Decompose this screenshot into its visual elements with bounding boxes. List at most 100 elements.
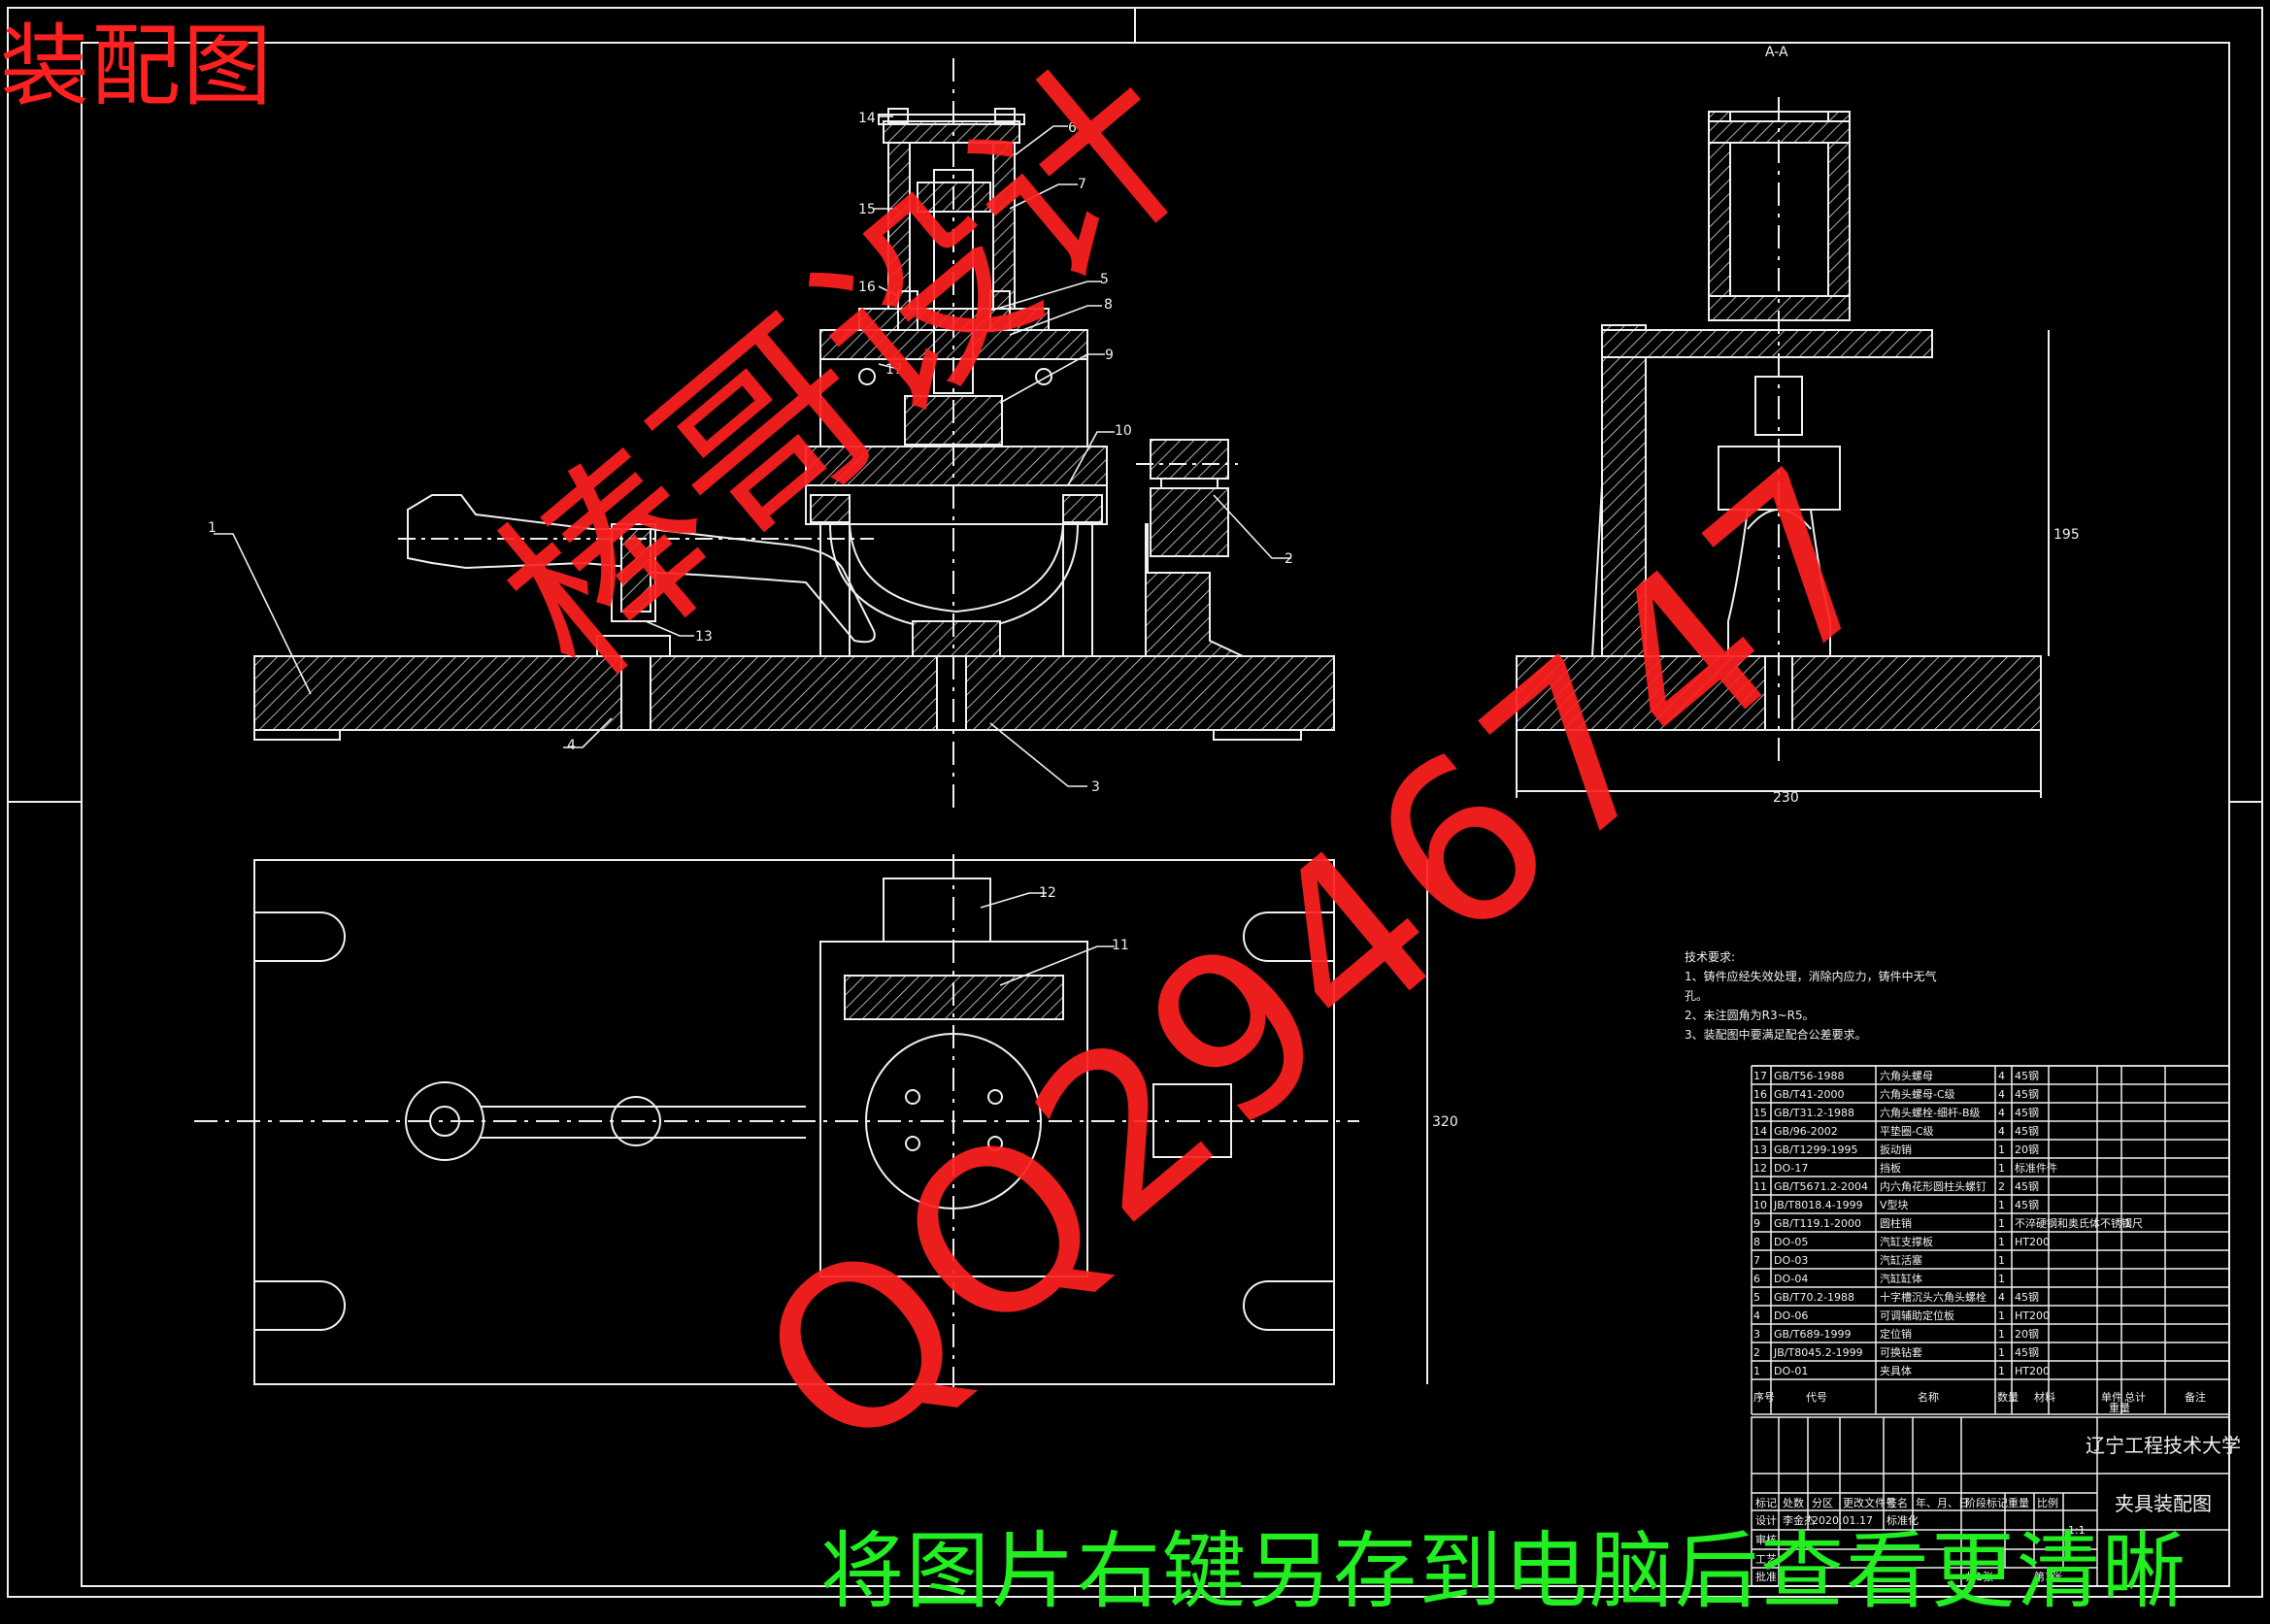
side-view-a-a	[1516, 97, 2050, 798]
bom-cell-qty: 4	[1998, 1107, 2005, 1119]
bom-cell-mat: 45钢	[2015, 1088, 2039, 1101]
part-label: 11	[1112, 938, 1129, 953]
bom-cell-no: 17	[1753, 1070, 1767, 1082]
field-label: 处数	[1783, 1497, 1804, 1509]
bom-cell-code: DO-05	[1774, 1236, 1808, 1248]
bottom-banner: 将图片右键另存到电脑后查看更清晰	[820, 1523, 2187, 1620]
bom-header-weight: 重量	[2109, 1401, 2130, 1414]
title-block-text: 辽宁工程技术大学 夹具装配图 标记 处数 分区 更改文件号 签名 年、月、日 阶…	[1755, 1434, 2241, 1583]
bom-cell-qty: 1	[1998, 1365, 2005, 1377]
bom-cell-name: 圆柱销	[1880, 1216, 1912, 1230]
dimension-plan-height: 320	[1432, 1114, 1458, 1130]
bom-cell-no: 14	[1753, 1125, 1767, 1138]
bom-cell-mat: 45钢	[2015, 1070, 2039, 1082]
field-label: 阶段标记	[1965, 1496, 2008, 1509]
designer-label: 设计	[1755, 1514, 1777, 1527]
bom-cell-code: GB/T41-2000	[1774, 1088, 1844, 1101]
base-plate-section	[253, 655, 1335, 731]
bom-cell-code: GB/T5671.2-2004	[1774, 1180, 1868, 1193]
bom-cell-name: 汽缸活塞	[1880, 1253, 1922, 1267]
field-label: 重量	[2008, 1496, 2029, 1509]
part-label: 6	[1068, 120, 1077, 136]
part-label: 15	[858, 202, 876, 217]
designer-name: 李金杰	[1783, 1513, 1815, 1527]
part-label: 16	[858, 280, 876, 295]
bom-cell-no: 4	[1753, 1309, 1760, 1322]
part-number-labels: 1 2 3 4 5 6 7 8 9 10 11 12 13 14 15 16 1…	[208, 45, 2080, 1130]
bom-cell-code: GB/T31.2-1988	[1774, 1107, 1854, 1119]
bom-cell-no: 12	[1753, 1162, 1767, 1175]
std-label: 标准化	[1886, 1513, 1919, 1527]
bom-header-no: 序号	[1753, 1390, 1775, 1404]
title-block	[1751, 1416, 2230, 1587]
bom-cell-code: DO-06	[1774, 1309, 1808, 1322]
field-label: 工艺	[1755, 1553, 1777, 1566]
bom-cell-mat: 20钢	[2015, 1328, 2039, 1341]
bom-cell-name: 平垫圈-C级	[1880, 1124, 1934, 1138]
bom-cell-no: 10	[1753, 1199, 1767, 1211]
bom-cell-qty: 1	[1998, 1309, 2005, 1322]
bom-cell-no: 2	[1753, 1346, 1760, 1359]
bom-cell-code: GB/T1299-1995	[1774, 1143, 1857, 1156]
bom-cell-qty: 1	[1998, 1328, 2005, 1341]
dimension-side-width: 230	[1773, 790, 1799, 806]
bom-cell-code: JB/T8018.4-1999	[1773, 1199, 1863, 1211]
bom-header-total: 总计	[2124, 1390, 2146, 1404]
bom-cell-mat: 45钢	[2015, 1107, 2039, 1119]
bom-cell-mat: 20钢	[2015, 1143, 2039, 1156]
bom-cell-qty: 4	[1998, 1291, 2005, 1304]
drill-bracket-section	[1145, 523, 1244, 657]
part-label: 7	[1078, 177, 1086, 192]
bom-cell-mat: HT200	[2015, 1236, 2050, 1248]
bom-header-note: 备注	[2185, 1390, 2206, 1404]
part-label: 1	[208, 520, 217, 536]
bom-header-unit: 单件	[2101, 1391, 2122, 1404]
bom-cell-name: 夹具体	[1880, 1364, 1912, 1377]
bom-cell-qty: 1	[1998, 1236, 2005, 1248]
bom-cell-code: GB/T56-1988	[1774, 1070, 1844, 1082]
bom-cell-name: 可换钻套	[1880, 1345, 1922, 1359]
bom-cell-no: 11	[1753, 1180, 1767, 1193]
bom-cell-qty: 1	[1998, 1162, 2005, 1175]
drawing-name: 夹具装配图	[2115, 1492, 2212, 1515]
bom-cell-name: V型块	[1880, 1198, 1909, 1211]
part-label: 12	[1039, 885, 1056, 901]
tech-line: 3、装配图中要满足配合公差要求。	[1685, 1028, 1867, 1042]
bom-cell-qty: 1	[1998, 1217, 2005, 1230]
field-label: 批准	[1755, 1570, 1777, 1583]
part-label: 9	[1105, 348, 1114, 363]
part-label: 5	[1100, 272, 1109, 287]
field-label: 更改文件号	[1843, 1496, 1896, 1509]
part-label: 14	[858, 111, 876, 126]
section-label: A-A	[1765, 45, 1788, 60]
bom-cell-name: 挡板	[1880, 1161, 1901, 1175]
bom-cell-name: 内六角花形圆柱头螺钉	[1880, 1179, 1986, 1193]
scale-value: 1:1	[2068, 1524, 2086, 1537]
bom-cell-no: 8	[1753, 1236, 1760, 1248]
plan-view	[194, 854, 1428, 1388]
bom-cell-name: 六角头螺栓-细杆-B级	[1880, 1106, 1980, 1119]
dimension-side-height: 195	[2053, 527, 2080, 543]
bom-table	[1751, 1065, 2230, 1415]
bom-header-qty: 数量	[1997, 1391, 2019, 1404]
bom-cell-mat: HT200	[2015, 1309, 2050, 1322]
bom-cell-code: JB/T8045.2-1999	[1773, 1346, 1863, 1359]
bom-header-code: 代号	[1806, 1391, 1827, 1404]
bom-cell-note: 1	[2124, 1217, 2131, 1230]
bom-cell-no: 6	[1753, 1273, 1760, 1285]
school-name: 辽宁工程技术大学	[2086, 1434, 2241, 1457]
bom-cell-mat: HT200	[2015, 1365, 2050, 1377]
bom-cell-no: 9	[1753, 1217, 1760, 1230]
field-label: 分区	[1812, 1497, 1833, 1509]
bom-cell-qty: 4	[1998, 1125, 2005, 1138]
tech-heading: 技术要求:	[1685, 950, 1736, 964]
bom-cell-no: 1	[1753, 1365, 1760, 1377]
bom-cell-no: 5	[1753, 1291, 1760, 1304]
bom-cell-qty: 1	[1998, 1346, 2005, 1359]
bom-cell-qty: 1	[1998, 1254, 2005, 1267]
bom-cell-mat: 45钢	[2015, 1346, 2039, 1359]
bom-cell-code: GB/96-2002	[1774, 1125, 1838, 1138]
bom-cell-qty: 4	[1998, 1088, 2005, 1101]
bom-cell-code: GB/T689-1999	[1774, 1328, 1851, 1341]
